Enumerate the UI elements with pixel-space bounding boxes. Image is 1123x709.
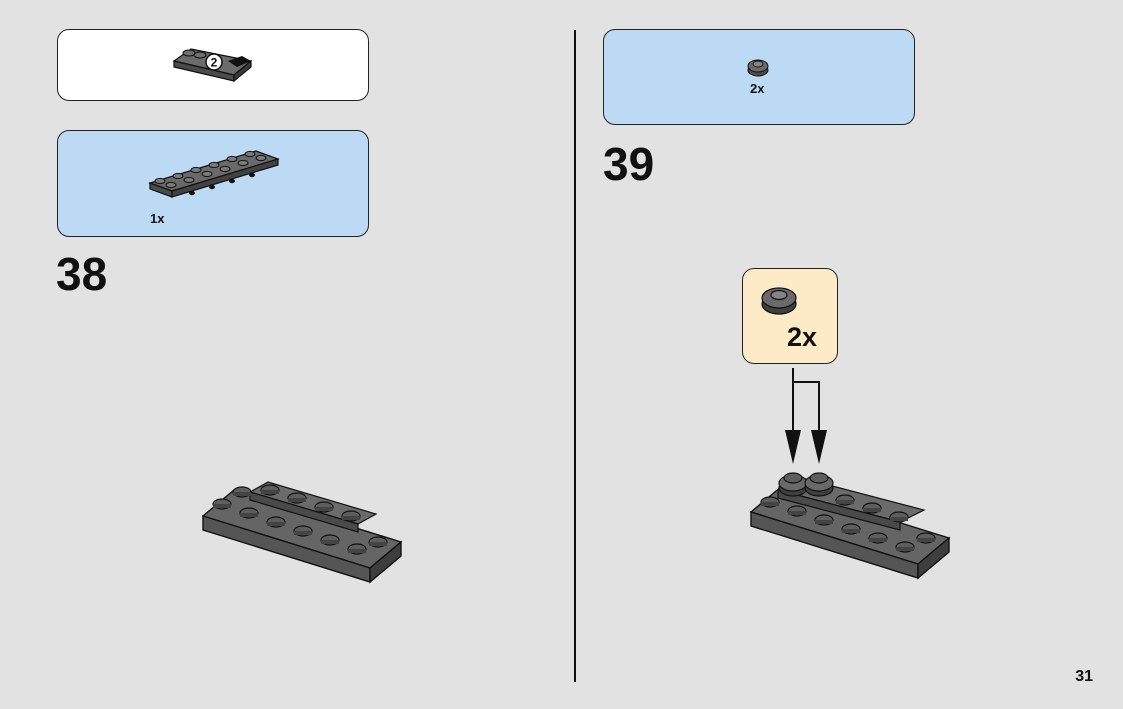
page-number: 31 (1075, 668, 1093, 685)
parts-quantity: 1x (150, 211, 165, 226)
step-39-assembly-icon (749, 472, 951, 580)
sub-model-icon: 2 (172, 48, 253, 83)
sub-model-badge: 2 (211, 56, 218, 70)
round-plate-1x1-icon (761, 287, 797, 315)
parts-callout-39: 2x (603, 29, 915, 125)
placement-arrows-icon (785, 368, 827, 464)
step-number: 38 (56, 248, 108, 300)
parts-callout-38: 1x (57, 130, 369, 237)
page-divider (574, 30, 576, 682)
sub-callout-quantity: 2x (787, 322, 818, 352)
step-38-assembly-icon (201, 481, 403, 584)
submodel-indicator-box: 2 (57, 29, 369, 101)
round-plate-1x1-icon (747, 59, 769, 77)
sub-callout: 2x (742, 268, 838, 364)
step-number: 39 (603, 138, 655, 190)
plate-2x6-with-holes-icon (148, 150, 280, 198)
placed-round-plates (778, 472, 834, 497)
parts-quantity: 2x (750, 81, 765, 96)
